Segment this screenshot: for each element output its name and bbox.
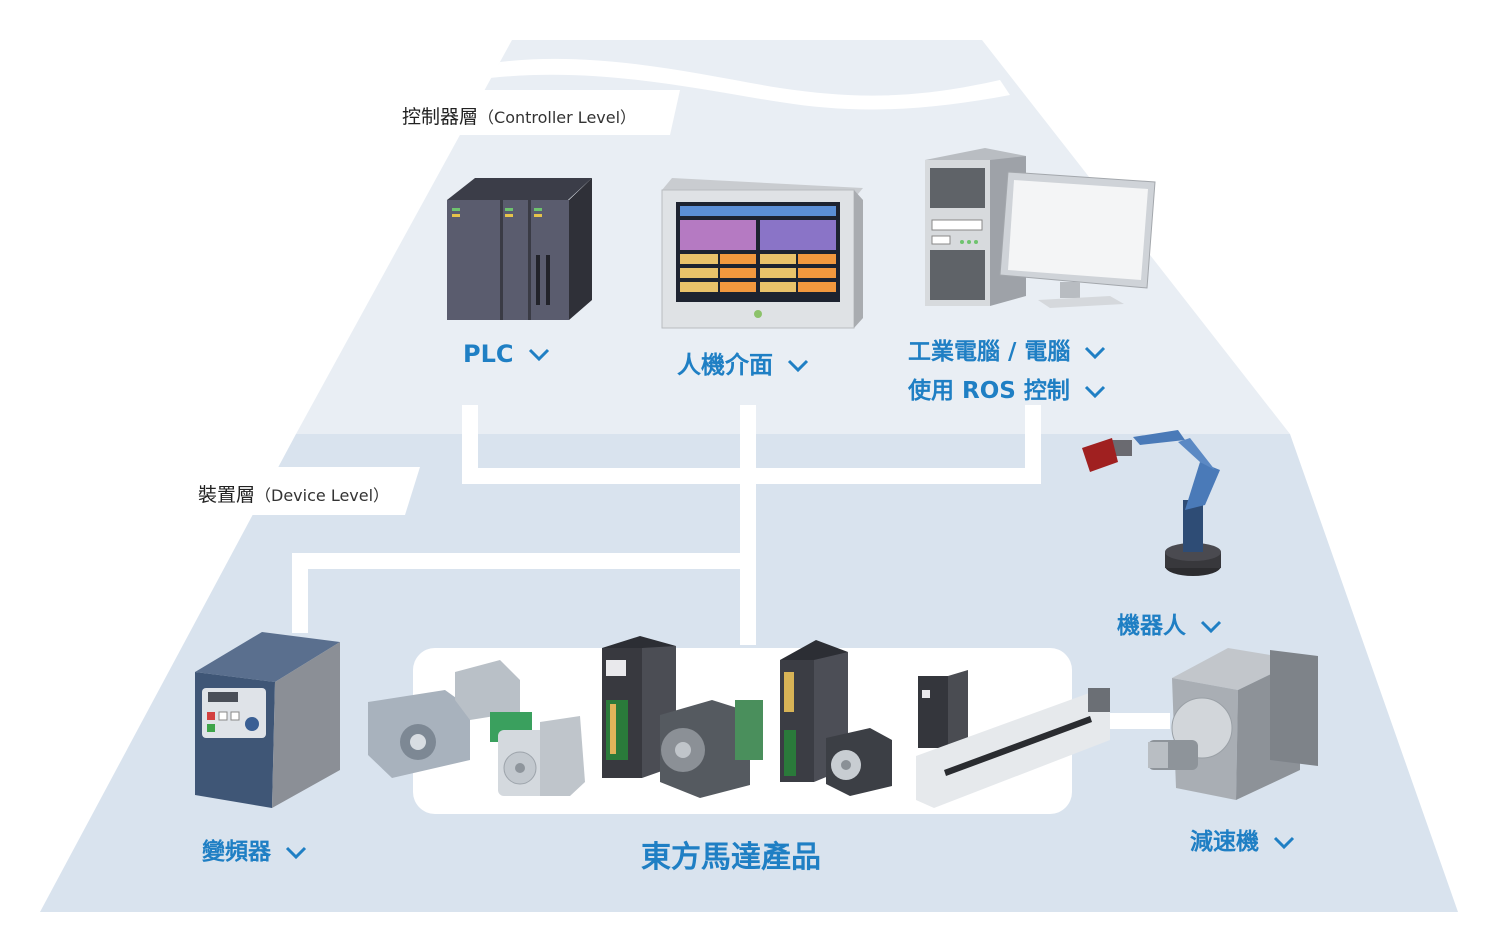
ipc-link[interactable]: 工業電腦 / 電腦 <box>908 332 1106 366</box>
device-level-en: （Device Level） <box>255 486 390 505</box>
controller-level-name: 控制器層 <box>402 106 479 128</box>
plc-label: PLC <box>463 340 514 368</box>
chevron-down-icon <box>1085 346 1106 359</box>
driver-icon[interactable] <box>602 636 676 778</box>
inverter-link[interactable]: 變頻器 <box>202 832 307 866</box>
chevron-down-icon <box>787 359 809 373</box>
robot-arm-icon[interactable] <box>1082 430 1221 576</box>
linear-actuator-icon[interactable] <box>916 688 1110 808</box>
device-level-tag <box>165 467 420 515</box>
inverter-icon[interactable] <box>195 632 340 808</box>
chevron-down-icon <box>285 846 307 859</box>
chevron-down-icon <box>528 348 549 362</box>
gear-motor-icon[interactable] <box>368 660 532 778</box>
controller-level-label: 控制器層（Controller Level） <box>402 102 636 129</box>
controller-level-tag <box>370 90 680 135</box>
inverter-label: 變頻器 <box>202 839 271 865</box>
device-level-name: 裝置層 <box>198 484 256 506</box>
products-title: 東方馬達產品 <box>641 840 821 875</box>
pc-icon[interactable] <box>925 148 1156 308</box>
network-lines <box>292 405 1170 729</box>
gear-motor-2-icon[interactable] <box>660 700 763 798</box>
ipc-label: 工業電腦 / 電腦 <box>908 339 1071 365</box>
ros-label: 使用 ROS 控制 <box>908 378 1070 404</box>
hmi-label: 人機介面 <box>677 351 773 379</box>
ros-link[interactable]: 使用 ROS 控制 <box>908 371 1106 405</box>
reducer-link[interactable]: 減速機 <box>1190 822 1295 856</box>
plc-icon[interactable] <box>447 178 592 320</box>
controller-level-en: （Controller Level） <box>478 108 637 127</box>
small-driver-icon[interactable] <box>918 670 968 748</box>
top-wave <box>490 58 1010 110</box>
stepper-motor-icon[interactable] <box>826 728 892 796</box>
reducer-label: 減速機 <box>1190 829 1259 855</box>
device-level-label: 裝置層（Device Level） <box>198 480 389 507</box>
motor-icon[interactable] <box>498 716 585 796</box>
hmi-icon[interactable] <box>661 178 863 329</box>
gearhead-icon[interactable] <box>1148 648 1318 800</box>
robot-link[interactable]: 機器人 <box>1117 606 1222 640</box>
chevron-down-icon <box>1200 620 1222 633</box>
plc-link[interactable]: PLC <box>463 340 550 368</box>
hmi-link[interactable]: 人機介面 <box>677 345 809 380</box>
chevron-down-icon <box>1273 836 1295 849</box>
robot-label: 機器人 <box>1117 613 1186 639</box>
chevron-down-icon <box>1084 385 1105 398</box>
